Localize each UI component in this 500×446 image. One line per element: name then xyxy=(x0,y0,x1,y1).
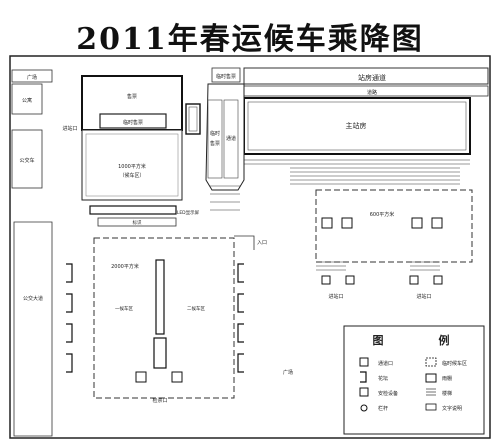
top-left-tag-label: 广场 xyxy=(27,74,37,81)
corridor-label-a: 临时 xyxy=(210,130,220,137)
square-label: 广场 xyxy=(283,369,293,376)
legend-planter-icon xyxy=(360,371,367,383)
legend-stairs-icon xyxy=(426,388,436,396)
left-road-label: 公交大道 xyxy=(23,295,43,302)
left-building-2-label: 公交车 xyxy=(19,157,34,164)
legend-title-right: 例 xyxy=(439,333,450,347)
corridor-left-box xyxy=(207,99,223,179)
sign-bar xyxy=(97,217,177,227)
legend-security-icon xyxy=(359,387,369,397)
main-station xyxy=(243,97,471,155)
entrance-right-path xyxy=(234,235,255,250)
right-planters xyxy=(237,263,244,373)
legend-item-right-3: 文字说明 xyxy=(442,405,462,412)
exit-right-2-label: 进站口 xyxy=(416,293,431,300)
main-station-label: 主站房 xyxy=(346,121,367,130)
legend: 图 例 通道口 花坛 安检设备 栏杆 临时候车区 雨棚 楼梯 文字说明 xyxy=(343,325,485,435)
corridor-top-label: 临时售票 xyxy=(216,73,236,80)
ticket-building-label: 售票 xyxy=(127,93,137,100)
led-label: LED显示屏 xyxy=(177,210,200,216)
waiting-600-label: 600平方米 xyxy=(370,211,395,218)
waiting-600-seats xyxy=(321,217,443,229)
legend-item-left-2: 安检设备 xyxy=(378,390,398,397)
waiting-area-2000 xyxy=(93,237,235,399)
zone-divider xyxy=(155,259,165,335)
zone-a-label: 一候车区 xyxy=(115,305,133,312)
legend-gate-icon xyxy=(359,357,369,367)
legend-item-right-1: 雨棚 xyxy=(442,375,452,382)
zone-divider-lower xyxy=(153,337,167,369)
legend-item-right-2: 楼梯 xyxy=(442,390,452,397)
legend-rail-icon xyxy=(360,404,368,412)
legend-item-left-0: 通道口 xyxy=(378,360,393,367)
ticket-counter xyxy=(99,113,167,129)
waiting-area-600 xyxy=(315,189,473,263)
platform-passage xyxy=(243,67,489,85)
exit-right-1-label: 进站口 xyxy=(328,293,343,300)
corridor-top-box xyxy=(211,67,241,83)
legend-canopy-icon xyxy=(425,373,437,383)
bottom-gate-label: 检票口 xyxy=(152,397,167,404)
led-bar xyxy=(89,205,177,215)
platform-passage-label: 站房通道 xyxy=(358,73,386,82)
legend-item-left-1: 花坛 xyxy=(378,375,388,382)
top-left-tag xyxy=(11,69,53,83)
legend-temp-waiting-icon xyxy=(425,357,437,367)
left-road-building xyxy=(13,221,53,437)
map-frame xyxy=(9,55,491,439)
corridor-stairs xyxy=(210,185,240,211)
waiting-1000-label: 1000平方米 xyxy=(118,163,146,170)
corridor-right-box xyxy=(223,99,239,179)
legend-title-left: 图 xyxy=(373,334,384,347)
waiting-2000-label: 2000平方米 xyxy=(111,263,139,270)
map-title: 2011年春运候车乘降图 xyxy=(76,22,424,57)
small-booth xyxy=(185,103,201,135)
corridor-label-b: 售票 xyxy=(210,140,220,147)
waiting-1000-sub: （候车区） xyxy=(119,172,144,179)
left-building-1 xyxy=(11,83,43,115)
road-label: 道路 xyxy=(367,89,377,96)
right-stairs xyxy=(316,261,440,271)
left-planters xyxy=(66,263,73,373)
main-station-stairs xyxy=(244,159,470,185)
right-exit-icons xyxy=(321,275,443,285)
legend-item-right-0: 临时候车区 xyxy=(442,360,467,367)
ticket-counter-label: 临时售票 xyxy=(123,119,143,126)
sign-bar-label: 标识 xyxy=(133,219,142,226)
entrance-left-label: 进站口 xyxy=(62,125,77,132)
legend-text-icon xyxy=(425,403,437,411)
waiting-area-1000 xyxy=(81,129,183,201)
zone-b-label: 二候车区 xyxy=(187,305,205,312)
entrance-right-label: 入口 xyxy=(257,240,267,246)
bottom-gates xyxy=(135,371,183,383)
corridor-label-c: 通道 xyxy=(226,135,236,142)
left-building-1-label: 公寓 xyxy=(22,97,32,104)
left-building-2 xyxy=(11,129,43,189)
legend-item-left-3: 栏杆 xyxy=(378,405,388,412)
